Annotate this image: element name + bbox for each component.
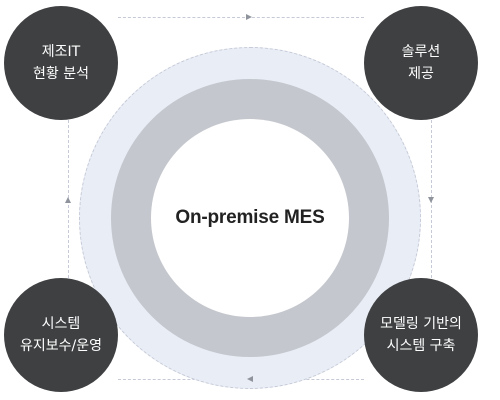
step-label-line: 제조IT (41, 44, 81, 60)
center-label: On-premise MES (175, 207, 325, 228)
step-label-line: 유지보수/운영 (20, 338, 102, 354)
flow-arrow-left-icon (247, 376, 253, 382)
step-node-it-analysis: 제조IT 현황 분석 (4, 6, 118, 120)
step-label-line: 현황 분석 (33, 66, 89, 82)
step-label-line: 솔루션 (401, 44, 441, 60)
flow-arrow-right-icon (246, 14, 252, 20)
step-label-line: 시스템 구축 (386, 338, 456, 354)
flow-path-top (118, 17, 364, 18)
step-node-maintenance: 시스템 유지보수/운영 (4, 278, 118, 392)
step-label-line: 제공 (408, 66, 434, 82)
step-label-line: 시스템 (41, 316, 81, 332)
step-node-system-build: 모델링 기반의 시스템 구축 (364, 278, 478, 392)
flow-arrow-up-icon (65, 197, 71, 203)
flow-arrow-down-icon (428, 197, 434, 203)
step-node-solution: 솔루션 제공 (364, 6, 478, 120)
center-circle: On-premise MES (151, 119, 349, 317)
step-label-line: 모델링 기반의 (380, 316, 462, 332)
